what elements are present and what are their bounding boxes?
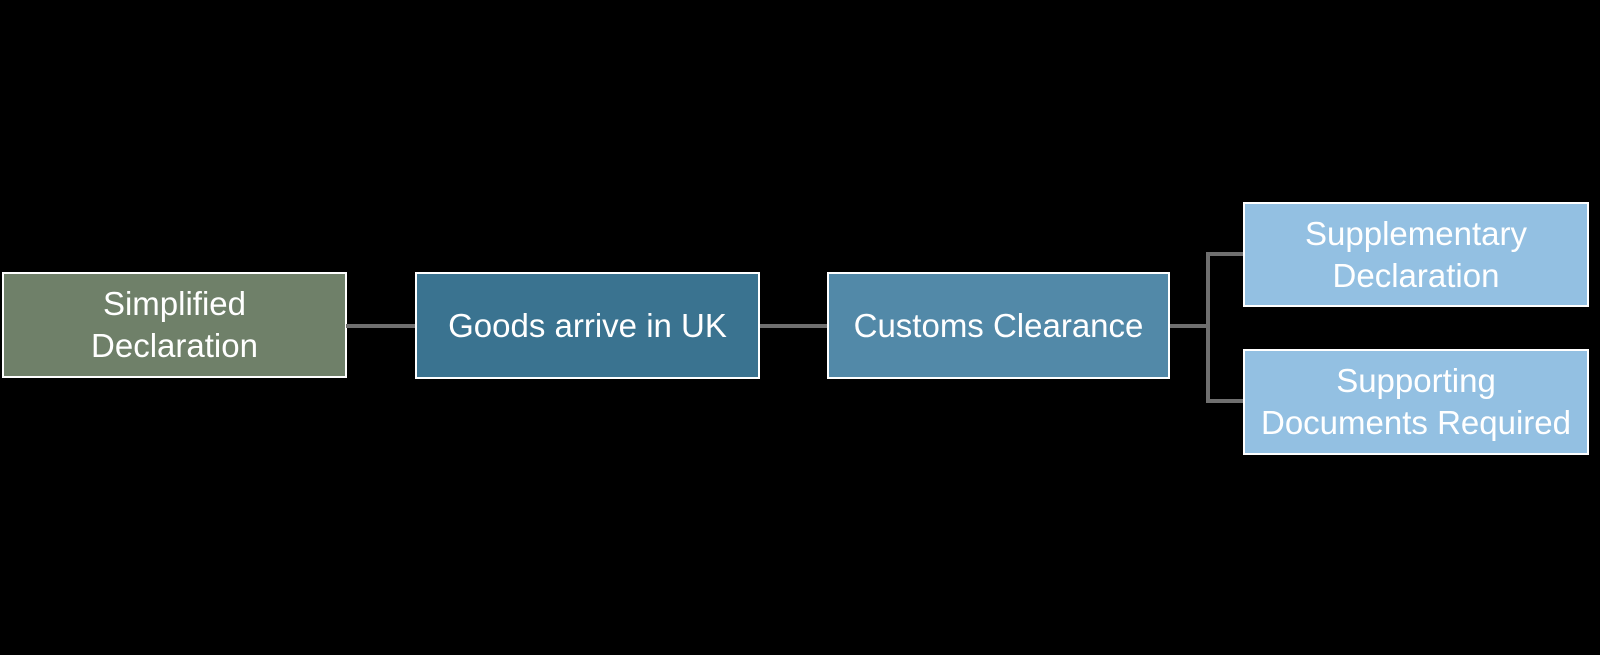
- node-simplified-declaration: Simplified Declaration: [2, 272, 347, 378]
- node-goods-arrive-in-uk: Goods arrive in UK: [415, 272, 760, 379]
- node-supporting-documents-required: Supporting Documents Required: [1243, 349, 1589, 455]
- node-supplementary-declaration-label: Supplementary Declaration: [1305, 214, 1527, 294]
- connector-goods-to-customs: [760, 324, 827, 328]
- node-goods-arrive-in-uk-label: Goods arrive in UK: [448, 306, 727, 344]
- connector-simplified-to-goods: [346, 324, 415, 328]
- node-customs-clearance: Customs Clearance: [827, 272, 1170, 379]
- node-customs-clearance-label: Customs Clearance: [853, 306, 1144, 344]
- node-supplementary-declaration: Supplementary Declaration: [1243, 202, 1589, 307]
- connector-branch-to-supporting: [1206, 399, 1243, 403]
- connector-customs-stub: [1170, 324, 1210, 328]
- connector-branch-to-supplementary: [1206, 252, 1243, 256]
- node-simplified-declaration-label: Simplified Declaration: [91, 285, 258, 364]
- node-supporting-documents-required-label: Supporting Documents Required: [1261, 362, 1571, 441]
- connector-branch-vertical: [1206, 252, 1210, 403]
